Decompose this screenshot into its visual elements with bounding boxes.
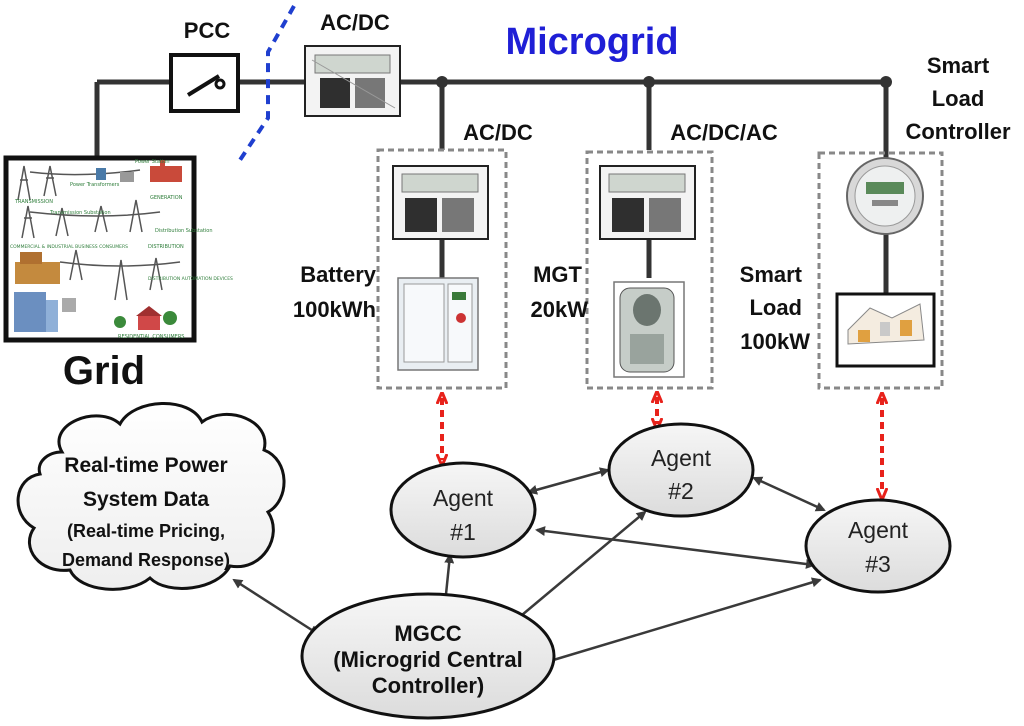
- battery-label-line2: 100kWh: [293, 297, 376, 322]
- agent-2[interactable]: [607, 422, 755, 518]
- svg-text:RESIDENTIAL CONSUMERS: RESIDENTIAL CONSUMERS: [118, 334, 184, 340]
- smart-load-group-box: [817, 151, 944, 390]
- battery-image: [397, 277, 479, 371]
- battery-converter-label: AC/DC: [463, 120, 533, 145]
- svg-text:TRANSMISSION: TRANSMISSION: [14, 199, 53, 205]
- agent-1-name: Agent: [433, 485, 494, 511]
- smart-load-label-line1: Smart: [740, 262, 803, 287]
- agent-1[interactable]: [389, 461, 537, 559]
- svg-text:Power Station: Power Station: [135, 159, 169, 165]
- mgcc-line1: MGCC: [394, 621, 461, 646]
- grid-captions: Power Transformers Power Station TRANSMI…: [10, 159, 233, 340]
- bus-nodes: [436, 76, 892, 88]
- smart-load-label-line3: 100kW: [740, 329, 810, 354]
- agent-2-name: Agent: [651, 445, 712, 471]
- battery-label-line1: Battery: [300, 262, 377, 287]
- smart-meter-image: [846, 157, 924, 235]
- pcc-label: PCC: [184, 18, 231, 43]
- agent-2-number: #2: [668, 478, 694, 504]
- diagram-title: Microgrid: [505, 21, 678, 63]
- microgrid-boundary: [238, 5, 296, 162]
- cloud-line1: Real-time Power: [64, 454, 227, 477]
- svg-text:GENERATION: GENERATION: [150, 195, 183, 201]
- svg-text:Distribution Substation: Distribution Substation: [155, 228, 212, 234]
- mgcc-line3: Controller): [372, 673, 484, 698]
- smart-load-label-line2: Load: [749, 295, 802, 320]
- svg-text:DISTRIBUTION: DISTRIBUTION: [148, 244, 184, 250]
- cloud-line3: (Real-time Pricing,: [67, 521, 225, 541]
- agent-3-name: Agent: [848, 517, 909, 543]
- mgt-converter-image: [599, 165, 696, 240]
- mgcc[interactable]: [300, 592, 556, 720]
- svg-text:Power Transformers: Power Transformers: [70, 182, 120, 188]
- main-converter-image: [304, 45, 401, 117]
- grid-box: Power Transformers Power Station TRANSMI…: [3, 155, 233, 343]
- mgt-label-line1: MGT: [533, 262, 582, 287]
- mgt-group-box: [585, 150, 714, 390]
- mgt-label-line2: 20kW: [531, 297, 589, 322]
- mgt-image: [613, 281, 685, 378]
- svg-text:COMMERCIAL & INDUSTRIAL BUSINE: COMMERCIAL & INDUSTRIAL BUSINESS CONSUME…: [10, 244, 128, 250]
- svg-text:Transmission Substation: Transmission Substation: [49, 210, 111, 216]
- comm-links: [442, 397, 882, 494]
- mgcc-line2: (Microgrid Central: [333, 647, 522, 672]
- smart-home-image: [835, 292, 936, 368]
- battery-group-box: [376, 148, 508, 390]
- agent-3-number: #3: [865, 551, 891, 577]
- battery-converter-image: [392, 165, 489, 240]
- main-converter-label: AC/DC: [320, 10, 390, 35]
- slc-label-line2: Load: [932, 86, 985, 111]
- cloud-line4: Demand Response): [62, 550, 230, 570]
- realtime-data-cloud: [16, 402, 286, 591]
- agent-3[interactable]: [804, 498, 952, 594]
- pcc-switch[interactable]: [169, 53, 240, 113]
- grid-label: Grid: [63, 349, 145, 393]
- cloud-line2: System Data: [83, 488, 209, 511]
- agent-connections: [232, 467, 826, 667]
- agent-1-number: #1: [450, 519, 476, 545]
- slc-label-line3: Controller: [905, 119, 1011, 144]
- slc-label-line1: Smart: [927, 53, 990, 78]
- mgt-converter-label: AC/DC/AC: [670, 120, 778, 145]
- svg-text:DISTRIBUTION AUTOMATION DEVICE: DISTRIBUTION AUTOMATION DEVICES: [148, 276, 233, 282]
